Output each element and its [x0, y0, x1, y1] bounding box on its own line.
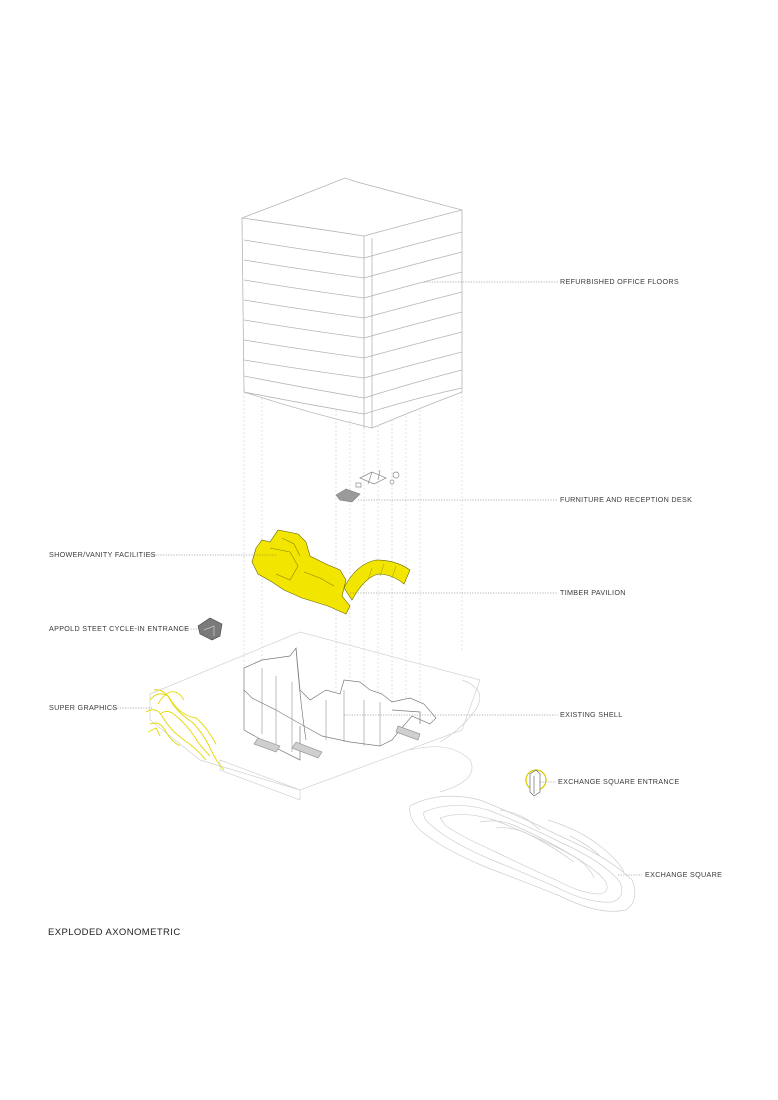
leader-lines [112, 281, 642, 876]
super-graphics [145, 689, 225, 771]
label-super-graphics: SUPER GRAPHICS [49, 703, 118, 712]
label-appold-cycle-in-entrance: APPOLD STEET CYCLE-IN ENTRANCE [49, 624, 190, 633]
cycle-in-entrance [197, 617, 223, 641]
label-shower-vanity-facilities: SHOWER/VANITY FACILITIES [49, 550, 156, 559]
label-existing-shell: EXISTING SHELL [560, 710, 623, 719]
existing-shell [243, 647, 437, 761]
label-exchange-square: EXCHANGE SQUARE [645, 870, 723, 879]
furniture-group [335, 469, 400, 503]
office-tower [241, 177, 463, 429]
ground-plane [149, 631, 481, 801]
drawing-title: EXPLODED AXONOMETRIC [48, 927, 181, 938]
label-timber-pavilion: TIMBER PAVILION [560, 588, 626, 597]
timber-pavilion [343, 559, 411, 601]
label-furniture-reception-desk: FURNITURE AND RECEPTION DESK [560, 495, 693, 504]
exchange-square-contours [409, 795, 636, 912]
label-refurbished-office-floors: REFURBISHED OFFICE FLOORS [560, 277, 679, 286]
label-exchange-square-entrance: EXCHANGE SQUARE ENTRANCE [558, 777, 680, 786]
exchange-square-entrance [525, 769, 547, 797]
shower-vanity-facilities [251, 529, 351, 615]
